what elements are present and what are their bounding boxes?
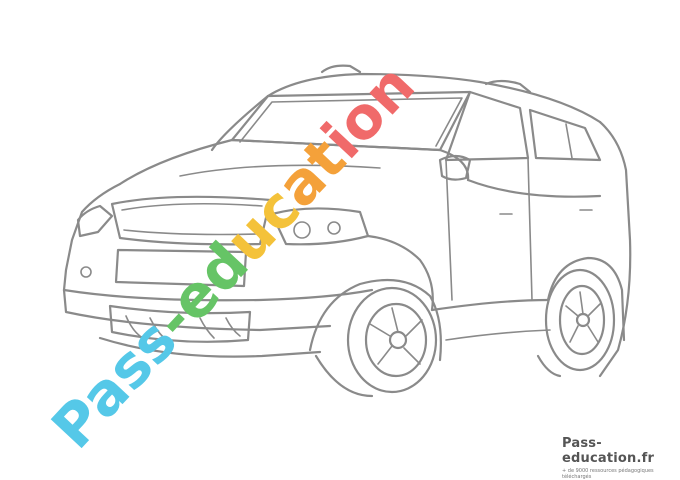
footer-brand: Pass-education.fr [562,436,655,466]
footer-tagline: + de 9000 ressources pédagogiques téléch… [562,468,654,480]
watermark: Pass-education [39,51,428,461]
footer-logo: Pass-education.fr + de 9000 ressources p… [562,436,680,480]
watermark-text: Pass-education [39,51,428,461]
car-outline [62,64,632,398]
